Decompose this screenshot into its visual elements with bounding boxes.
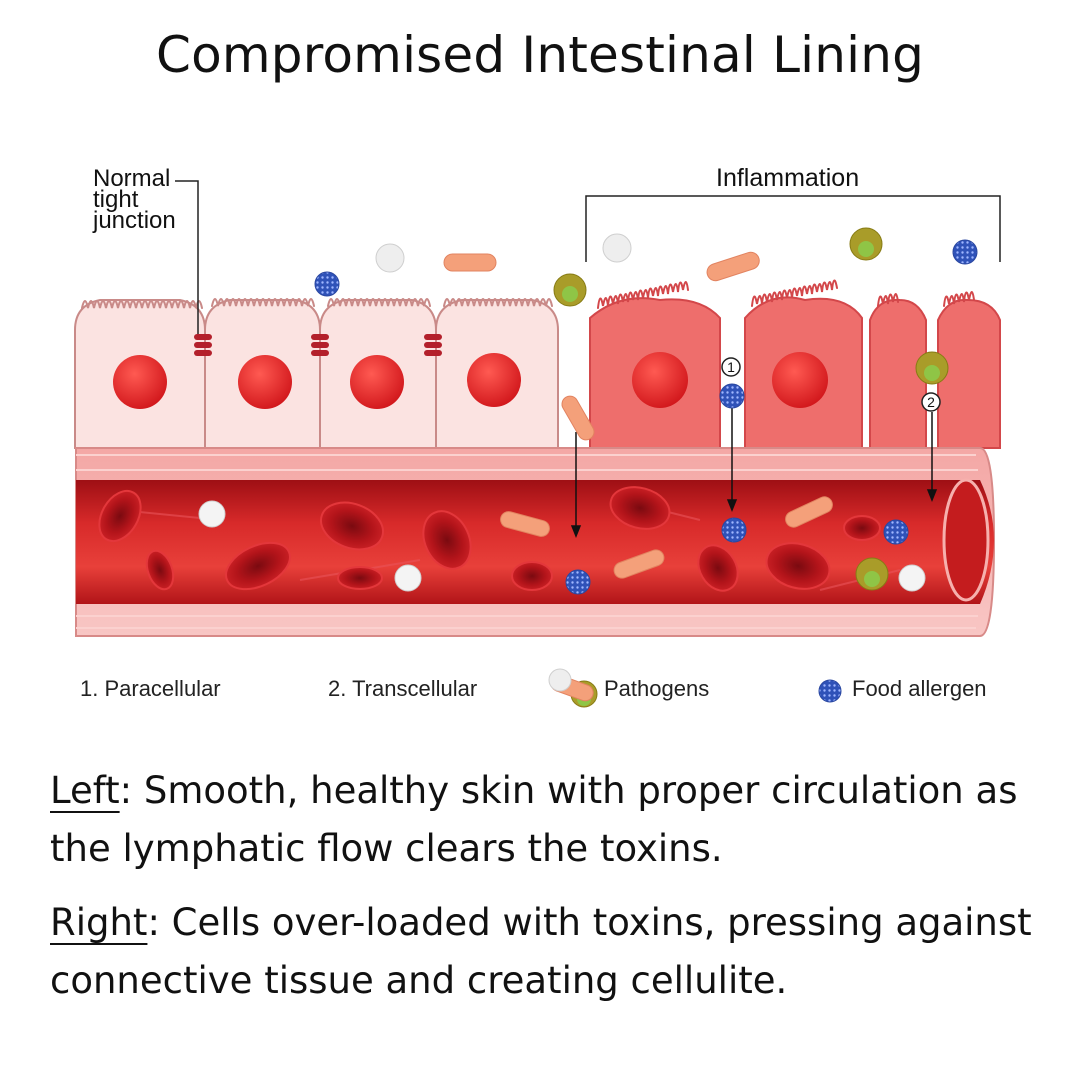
- normal-tight-junction-label: Normal tight junction: [93, 165, 176, 234]
- caption-right-lead: Right: [50, 901, 148, 944]
- food-allergens: [314, 239, 978, 595]
- pathogens: [198, 227, 949, 592]
- nucleus: [772, 352, 828, 408]
- legend-food-allergen: Food allergen: [852, 676, 987, 701]
- nucleus: [113, 355, 167, 409]
- normal-tight-junction-line-2: tight: [93, 186, 139, 213]
- intestinal-lining-diagram: 1 2: [74, 180, 1001, 637]
- caption-left-text: : Smooth, healthy skin with proper circu…: [50, 769, 1018, 870]
- legend-transcellular: 2. Transcellular: [328, 676, 478, 701]
- healthy-cell: [204, 299, 321, 449]
- legend-pathogens: Pathogens: [604, 676, 710, 701]
- marker-1-label: 1: [727, 359, 735, 375]
- inflamed-cell: [744, 296, 863, 449]
- healthy-microvilli: [81, 298, 553, 309]
- pathogens-legend-icon: [548, 668, 598, 708]
- inflammation-label: Inflammation: [716, 164, 860, 192]
- caption-right-text: : Cells over-loaded with toxins, pressin…: [50, 901, 1032, 1002]
- nucleus: [632, 352, 688, 408]
- marker-1: 1: [721, 357, 741, 377]
- normal-tight-junction-line-1: Normal: [93, 165, 171, 192]
- page-title: Compromised Intestinal Lining: [155, 26, 925, 84]
- tight-junction-leader-line: [175, 180, 199, 334]
- legend-paracellular: 1. Paracellular: [80, 676, 221, 701]
- marker-2-label: 2: [927, 394, 935, 410]
- nucleus: [467, 353, 521, 407]
- nucleus: [350, 355, 404, 409]
- inflammation-bracket: [585, 195, 1001, 262]
- marker-2: 2: [921, 392, 941, 412]
- healthy-cell: [319, 299, 437, 449]
- healthy-cell: [435, 299, 559, 449]
- healthy-cell: [74, 299, 206, 449]
- tight-junction: [424, 334, 442, 356]
- red-blood-cells: [98, 486, 881, 592]
- nucleus: [238, 355, 292, 409]
- blood-vessel: [75, 447, 996, 637]
- caption-left: Left: Smooth, healthy skin with proper c…: [50, 762, 1050, 878]
- normal-tight-junction-line-3: junction: [93, 207, 176, 234]
- inflamed-microvilli: [597, 279, 975, 309]
- food-allergen-legend-icon: [818, 679, 842, 703]
- caption-left-lead: Left: [50, 769, 120, 812]
- inflamed-cell: [589, 297, 721, 449]
- transfer-arrows: [570, 408, 938, 539]
- caption-right: Right: Cells over-loaded with toxins, pr…: [50, 894, 1050, 1010]
- inflamed-cell: [869, 298, 927, 449]
- tight-junction: [194, 334, 212, 356]
- tight-junction: [311, 334, 329, 356]
